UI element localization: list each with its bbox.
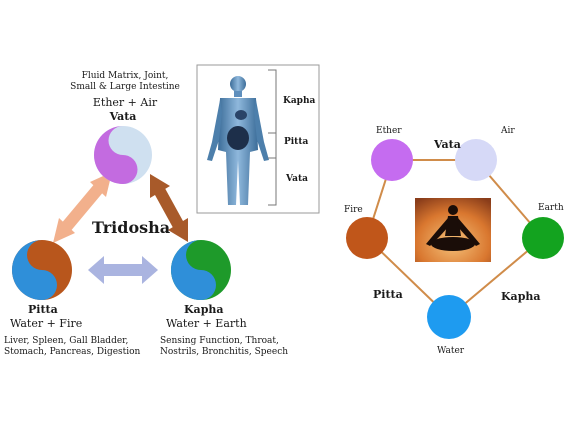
- pancha-bhuta-ring: [346, 139, 564, 339]
- body-figure-panel: [196, 64, 320, 214]
- body-label-vata: Vata: [286, 174, 308, 184]
- vata-title: Vata: [109, 110, 137, 123]
- air-circle: [455, 139, 497, 181]
- pitta-elements: Water + Fire: [10, 317, 83, 330]
- kapha-organs-line-1: Sensing Function, Throat,: [160, 336, 279, 346]
- kapha-organs: Sensing Function, Throat, Nostrils, Bron…: [160, 336, 290, 358]
- body-label-pitta: Pitta: [284, 137, 309, 147]
- vata-organs-line-2: Small & Large Intestine: [70, 82, 180, 92]
- dosha-pitta: Pitta: [373, 288, 403, 301]
- label-ether: Ether: [376, 126, 402, 136]
- pitta-yinyang-icon: [12, 240, 72, 300]
- arrow-pitta-kapha: [88, 256, 158, 284]
- label-air: Air: [501, 126, 515, 136]
- tridosha-title: Tridosha: [92, 218, 171, 237]
- kapha-organs-line-2: Nostrils, Bronchitis, Speech: [160, 347, 289, 357]
- pitta-organs: Liver, Spleen, Gall Bladder, Stomach, Pa…: [4, 336, 154, 358]
- human-body-icon: [207, 76, 269, 205]
- pitta-organs-line-1: Liver, Spleen, Gall Bladder,: [4, 336, 129, 346]
- label-earth: Earth: [538, 203, 564, 213]
- kapha-yinyang-icon: [171, 240, 231, 300]
- fire-circle: [346, 217, 388, 259]
- kapha-elements: Water + Earth: [166, 317, 247, 330]
- meditation-image: [415, 198, 491, 262]
- earth-circle: [522, 217, 564, 259]
- ether-circle: [371, 139, 413, 181]
- dosha-vata: Vata: [434, 138, 461, 151]
- label-water: Water: [437, 346, 465, 356]
- kapha-title: Kapha: [184, 303, 224, 316]
- label-fire: Fire: [344, 205, 363, 215]
- vata-yinyang-icon: [94, 126, 152, 184]
- dosha-kapha: Kapha: [501, 290, 541, 303]
- body-label-kapha: Kapha: [283, 96, 316, 106]
- pitta-organs-line-2: Stomach, Pancreas, Digestion: [4, 347, 141, 357]
- vata-organs: Fluid Matrix, Joint, Small & Large Intes…: [60, 71, 190, 93]
- water-circle: [427, 295, 471, 339]
- vata-organs-line-1: Fluid Matrix, Joint,: [81, 71, 169, 81]
- vata-elements: Ether + Air: [92, 96, 158, 109]
- pitta-title: Pitta: [28, 303, 58, 316]
- arrow-vata-kapha: [150, 174, 188, 242]
